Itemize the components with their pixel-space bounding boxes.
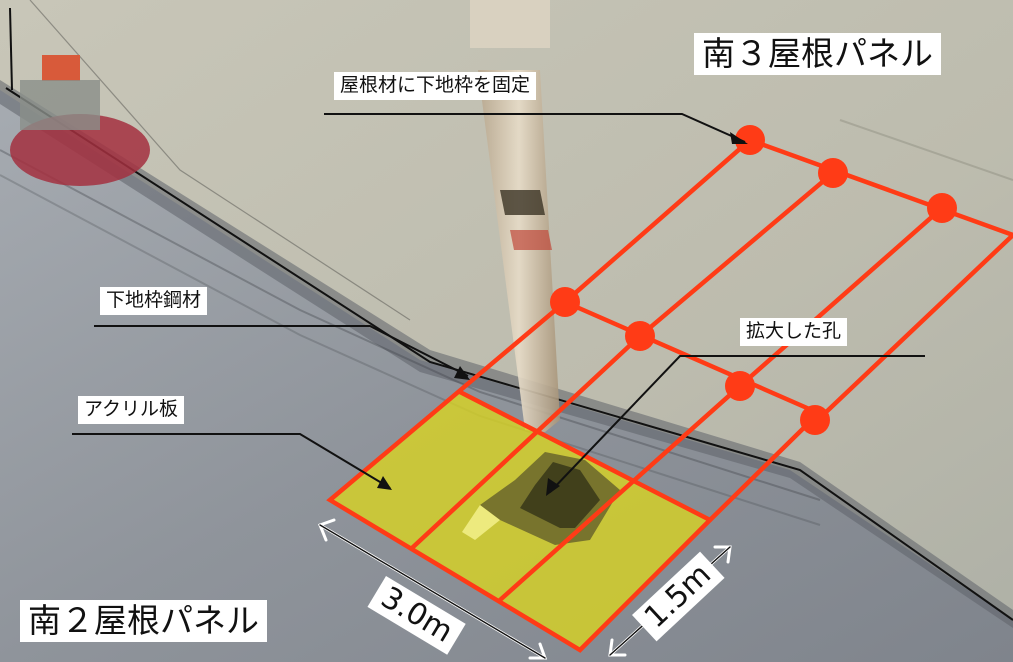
arrowheads (377, 132, 748, 496)
lower-roof-surface (0, 90, 1013, 662)
label-acrylic-plate: アクリル板 (78, 396, 185, 424)
center-pole (478, 70, 560, 432)
leader-lines (72, 113, 925, 493)
label-steel-frame: 下地枠鋼材 (100, 287, 208, 315)
label-fix-frame: 屋根材に下地枠を固定 (334, 72, 537, 100)
label-south3-panel: 南３屋根パネル (694, 33, 941, 75)
fixing-points (550, 125, 957, 435)
red-fixture (10, 114, 150, 186)
label-enlarged-hole: 拡大した孔 (740, 318, 848, 346)
panel-boundary-line (5, 87, 1013, 621)
label-south2-panel: 南２屋根パネル (20, 600, 267, 642)
